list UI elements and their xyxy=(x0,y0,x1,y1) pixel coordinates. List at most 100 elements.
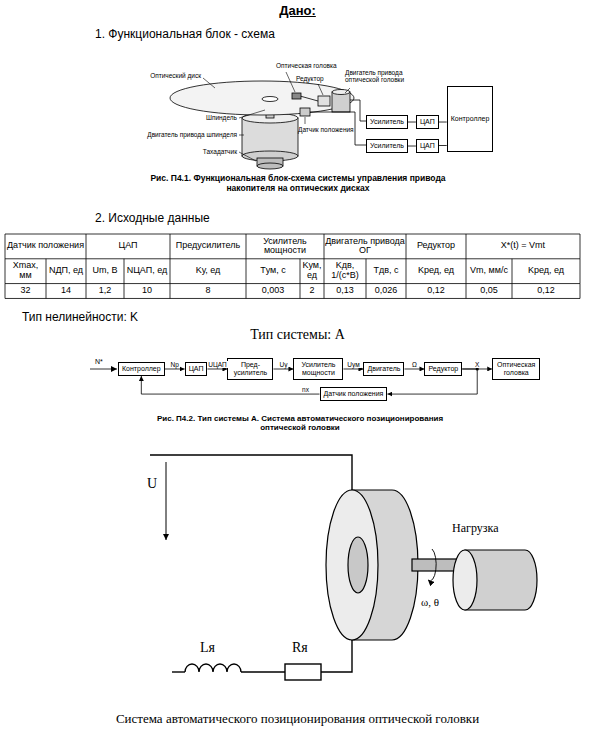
signal-name: nх xyxy=(301,386,310,393)
leader-line xyxy=(318,84,323,95)
process-box: ЦАП xyxy=(185,362,208,376)
table-cell: 1,2 xyxy=(87,286,123,296)
table-rule xyxy=(5,284,6,299)
signal-connector xyxy=(439,145,447,146)
signal-name: U xyxy=(147,476,157,492)
position-sensor xyxy=(300,108,310,116)
signal-connector xyxy=(408,122,416,123)
table-rule xyxy=(406,284,407,299)
table-rule xyxy=(124,259,125,284)
amplifier-box: Усилитель xyxy=(366,115,408,129)
head-arm xyxy=(300,96,318,101)
table-cell: Kум, ед xyxy=(301,261,323,281)
table-cell: Kу, ед xyxy=(171,266,245,276)
box-text: Контроллер xyxy=(451,115,490,123)
box-text: ЦАП xyxy=(189,365,204,373)
leader-line xyxy=(305,117,306,124)
leader-lines xyxy=(203,72,350,161)
signal-connector xyxy=(408,146,416,147)
note-text: Тип нелинейности: K xyxy=(22,311,138,325)
dac-box: ЦАП xyxy=(416,139,439,153)
table-rule xyxy=(46,259,47,284)
table-rule xyxy=(406,234,407,259)
table-cell: X*(t) = Vmt xyxy=(467,241,579,251)
part-name: Двигатель привода оптической головки xyxy=(345,69,427,84)
table-rule xyxy=(512,284,513,299)
table-cell: NЦАП, ед xyxy=(125,266,169,276)
table-cell: Kред, ед xyxy=(407,266,465,276)
box-text: ЦАП xyxy=(420,142,435,150)
optical-disk xyxy=(170,81,354,115)
gearbox xyxy=(318,96,330,106)
process-box: Датчик положения xyxy=(320,387,388,401)
amplifier-box: Усилитель xyxy=(366,139,408,153)
input-arrow xyxy=(90,369,117,370)
table-cell: 0,026 xyxy=(367,286,405,296)
motor xyxy=(326,490,537,640)
signal-name: Uум xyxy=(346,361,360,368)
table-rule xyxy=(46,284,47,299)
process-box: Редуктор xyxy=(424,362,462,376)
table-rule xyxy=(124,284,125,299)
table-cell: 32 xyxy=(6,286,45,296)
part-name: Тахадатчик xyxy=(203,148,237,155)
table-rule xyxy=(580,234,581,259)
table-rule xyxy=(86,284,87,299)
table-cell: 14 xyxy=(47,286,85,296)
box-text: Контроллер xyxy=(122,365,161,373)
part-name: Lя xyxy=(200,640,215,656)
list-item: 1. Функциональная блок - схема xyxy=(95,28,275,42)
leader-line xyxy=(286,72,295,92)
table-cell: Двигатель привода ОГ xyxy=(325,237,405,257)
part-name: Нагрузка xyxy=(452,522,498,536)
motor-circuit xyxy=(150,455,352,680)
process-box: Усилитель мощности xyxy=(293,358,343,380)
signal-connector xyxy=(404,368,424,369)
signal-name: Uу xyxy=(278,361,288,368)
wire xyxy=(150,455,352,491)
table-cell: 8 xyxy=(171,286,245,296)
table-rule xyxy=(86,259,87,284)
table-cell: 0,13 xyxy=(325,286,365,296)
table-rule xyxy=(5,234,6,259)
table-rule xyxy=(406,259,407,284)
signal-connector xyxy=(207,368,227,369)
motor-body xyxy=(242,118,298,156)
wire xyxy=(321,640,352,672)
signal-connector xyxy=(343,368,363,369)
table-rule xyxy=(366,284,367,299)
head-motor xyxy=(332,92,350,112)
leader-line xyxy=(239,152,256,161)
part-name: Rя xyxy=(292,640,308,656)
disk xyxy=(170,81,354,115)
process-box: Пред-усилитель xyxy=(227,358,273,380)
head-motor-top xyxy=(332,90,350,95)
box-text: Редуктор xyxy=(428,365,458,373)
signal-connector xyxy=(273,369,293,370)
figure-caption: Рис. П4.1. Функциональная блок-схема сис… xyxy=(148,174,448,194)
process-box: Двигатель xyxy=(363,362,404,376)
leader-line xyxy=(203,78,215,88)
table-cell: NДП, ед xyxy=(47,266,85,276)
table-cell: 10 xyxy=(125,286,169,296)
table-rule xyxy=(5,283,580,284)
table-rule xyxy=(300,284,301,299)
motor-front xyxy=(326,490,378,640)
part-name: Двигатель привода шпинделя xyxy=(147,131,237,138)
leader-line xyxy=(239,110,265,118)
voltage-arrow xyxy=(166,462,167,540)
table-rule xyxy=(170,259,171,284)
part-name: Редуктор xyxy=(296,75,324,82)
table-cell: 0,003 xyxy=(247,286,299,296)
table-rule xyxy=(170,284,171,299)
table-rule xyxy=(466,259,467,284)
box-text: Усилитель xyxy=(370,142,404,150)
table-rule xyxy=(466,234,467,259)
signal-name: UЦАП xyxy=(207,361,227,368)
signal-name: ω, θ xyxy=(421,596,439,609)
wire xyxy=(172,671,185,672)
signal-name: N* xyxy=(95,358,103,366)
part-name: Оптический диск xyxy=(150,72,201,79)
process-box: Оптическая головка xyxy=(492,358,540,380)
box-text: Двигатель xyxy=(367,365,400,373)
